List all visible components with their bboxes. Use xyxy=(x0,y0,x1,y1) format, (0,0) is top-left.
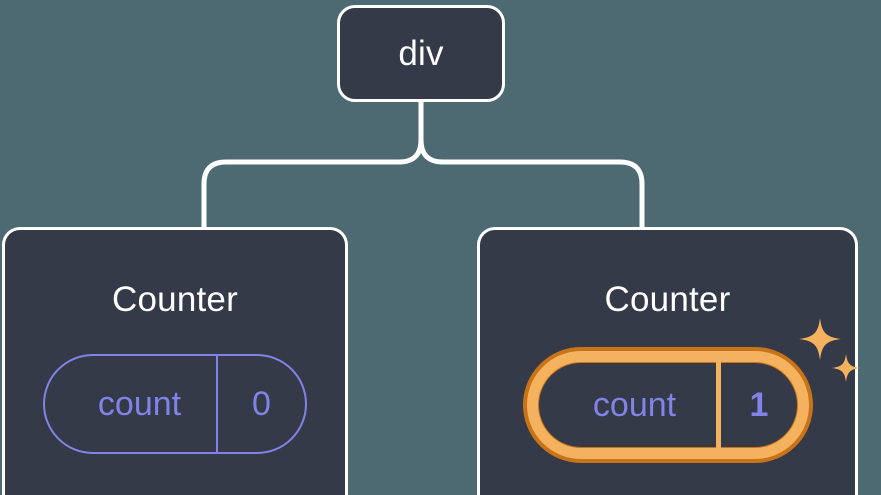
node-div-label: div xyxy=(398,34,444,73)
state-pill-right-wrapper: count 1 xyxy=(522,347,813,463)
state-pill-right[interactable]: count 1 xyxy=(526,351,809,459)
state-pill-left[interactable]: count 0 xyxy=(43,354,307,454)
node-counter-right[interactable]: Counter count 1 xyxy=(477,227,858,495)
node-counter-left-title: Counter xyxy=(112,280,238,319)
state-pill-left-wrapper: count 0 xyxy=(43,354,307,454)
connector-to-right-counter xyxy=(418,98,645,230)
state-pill-left-value: 0 xyxy=(216,356,305,452)
connector-to-left-counter xyxy=(201,98,424,230)
state-pill-right-key: count xyxy=(592,386,677,424)
node-div[interactable]: div xyxy=(337,5,505,102)
state-pill-left-key: count xyxy=(97,385,182,423)
state-pill-right-value: 1 xyxy=(715,362,798,448)
node-counter-right-title: Counter xyxy=(604,280,731,319)
node-counter-left[interactable]: Counter count 0 xyxy=(2,227,348,495)
